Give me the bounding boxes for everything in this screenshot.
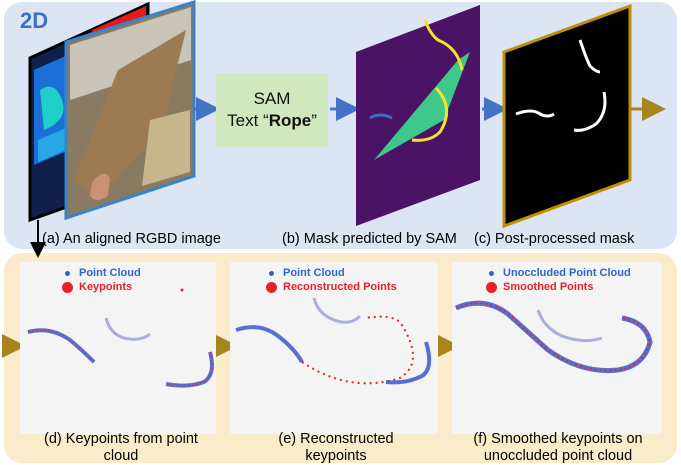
- legend-d-blue: Point Cloud: [62, 266, 141, 280]
- red-dot-icon: [486, 281, 497, 293]
- legend-d: Point Cloud Keypoints: [62, 266, 141, 294]
- legend-e-red: Reconstructed Points: [266, 280, 397, 294]
- legend-f-blue: Unoccluded Point Cloud: [486, 266, 631, 280]
- sam-box-line1: SAM: [253, 89, 291, 108]
- legend-e-blue: Point Cloud: [266, 266, 397, 280]
- sam-box: SAM Text “Rope”: [216, 73, 328, 147]
- caption-e: (e) Reconstructed keypoints: [278, 431, 394, 464]
- post-mask-image: [502, 3, 632, 229]
- caption-b: (b) Mask predicted by SAM: [282, 231, 457, 247]
- plot-f-svg: [455, 300, 653, 374]
- plot-e-svg: [235, 297, 432, 385]
- legend-f-red: Smoothed Points: [486, 280, 631, 294]
- caption-d: (d) Keypoints from point cloud: [44, 431, 198, 464]
- sam-box-line2: Text “Rope”: [227, 111, 317, 130]
- blue-dot-icon: [65, 270, 70, 276]
- red-dot-icon: [266, 281, 277, 293]
- blue-dot-icon: [269, 270, 274, 276]
- legend-d-red: Keypoints: [62, 280, 141, 294]
- plot-d-svg: [27, 288, 214, 388]
- caption-c: (c) Post-processed mask: [474, 231, 635, 247]
- rgb-image: [64, 0, 196, 221]
- legend-e: Point Cloud Reconstructed Points: [266, 266, 397, 294]
- caption-a: (a) An aligned RGBD image: [42, 231, 221, 247]
- plot-e: [230, 262, 438, 434]
- red-dot-icon: [62, 281, 73, 293]
- legend-f: Unoccluded Point Cloud Smoothed Points: [486, 266, 631, 294]
- plot-d: [20, 262, 216, 434]
- sam-mask-image: [356, 5, 480, 226]
- blue-dot-icon: [489, 270, 494, 276]
- caption-f: (f) Smoothed keypoints on unoccluded poi…: [473, 431, 643, 464]
- section-2d-title: 2D: [20, 8, 49, 33]
